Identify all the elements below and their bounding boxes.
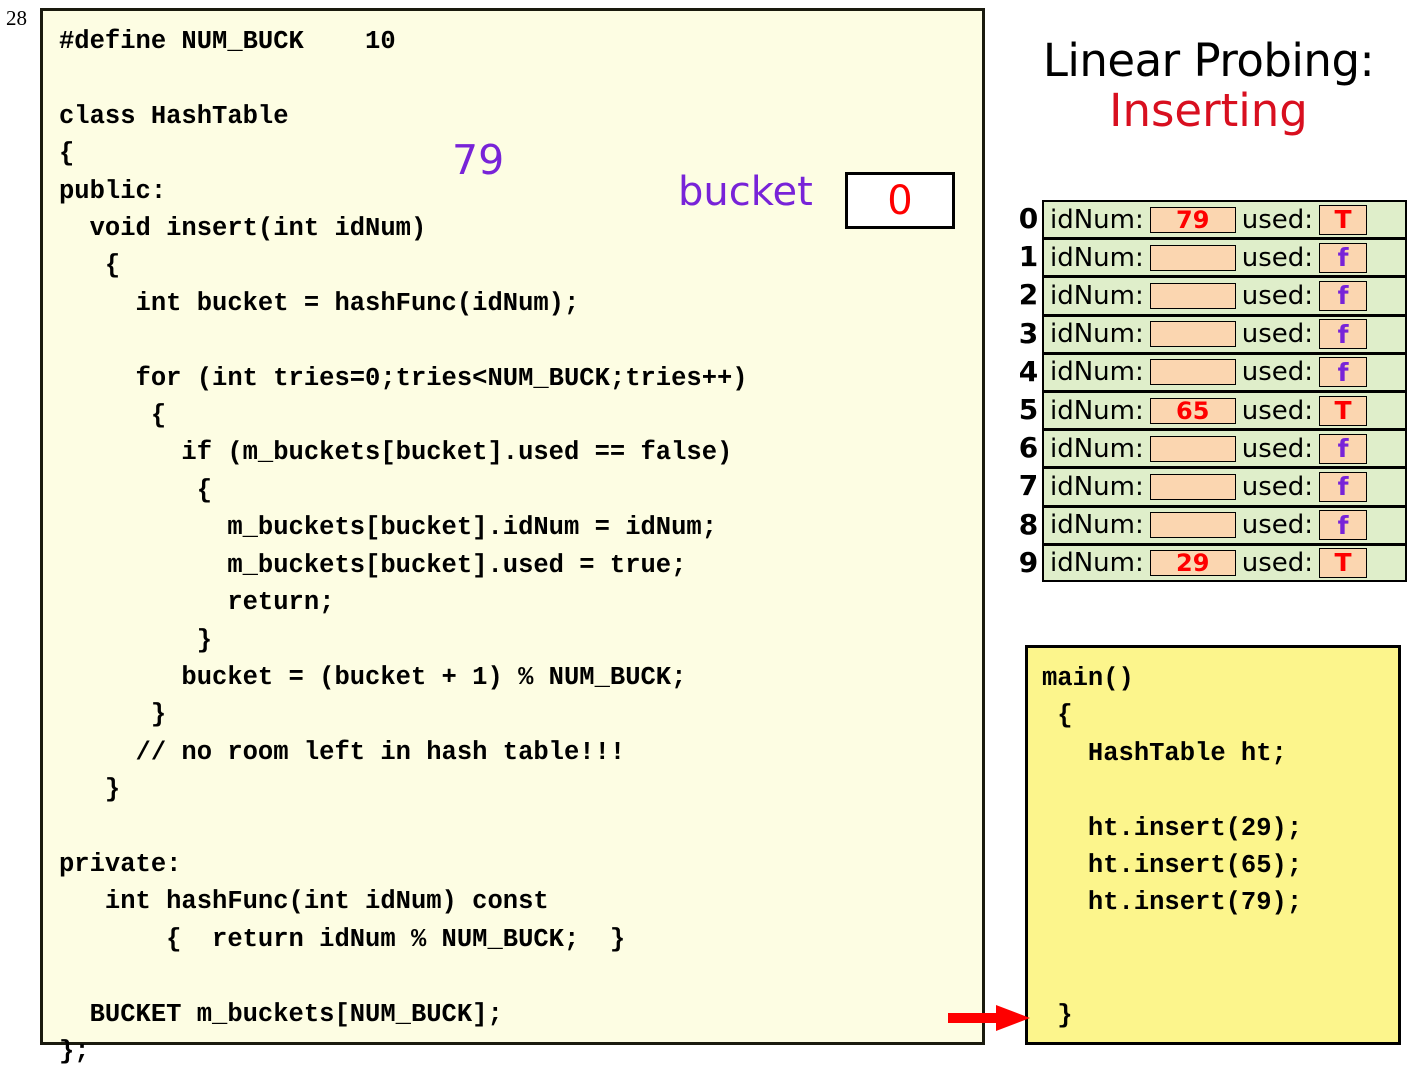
bucket-row: 3 idNum: used: f bbox=[1015, 314, 1407, 353]
bucket-cell: idNum: used: f bbox=[1042, 314, 1407, 353]
used-field-label: used: bbox=[1241, 280, 1314, 311]
bucket-row: 2 idNum: used: f bbox=[1015, 276, 1407, 315]
used-value: T bbox=[1334, 205, 1352, 235]
page-title-secondary: Inserting bbox=[1109, 84, 1308, 138]
bucket-cell: idNum: used: f bbox=[1042, 352, 1407, 391]
used-value: f bbox=[1337, 434, 1349, 464]
used-value-box: T bbox=[1319, 395, 1368, 426]
idnum-value-box bbox=[1149, 435, 1236, 462]
used-value-box: f bbox=[1319, 319, 1368, 350]
bucket-cell: idNum: used: f bbox=[1042, 276, 1407, 315]
idnum-field-label: idNum: bbox=[1050, 510, 1144, 541]
bucket-cell: idNum: used: f bbox=[1042, 429, 1407, 468]
used-value: T bbox=[1334, 396, 1352, 426]
idnum-field-label: idNum: bbox=[1050, 242, 1144, 273]
idnum-value-box: 65 bbox=[1149, 396, 1236, 425]
main-function-listing: main() { HashTable ht; ht.insert(29); ht… bbox=[1042, 664, 1303, 1030]
idnum-value-box bbox=[1149, 473, 1236, 500]
used-field-label: used: bbox=[1241, 433, 1314, 464]
used-field-label: used: bbox=[1241, 204, 1314, 235]
bucket-cell: idNum: 29 used: T bbox=[1042, 543, 1407, 582]
used-value: f bbox=[1337, 472, 1349, 502]
bucket-cell: idNum: used: f bbox=[1042, 467, 1407, 506]
used-value: f bbox=[1337, 243, 1349, 273]
idnum-field-label: idNum: bbox=[1050, 433, 1144, 464]
used-field-label: used: bbox=[1241, 242, 1314, 273]
slide-number: 28 bbox=[6, 6, 27, 30]
page-title-primary: Linear Probing: bbox=[1042, 34, 1375, 87]
idnum-field-label: idNum: bbox=[1050, 357, 1144, 388]
idnum-field-label: idNum: bbox=[1050, 547, 1144, 578]
used-value: f bbox=[1337, 281, 1349, 311]
hashtable-code-panel: #define NUM_BUCK 10 class HashTable { pu… bbox=[40, 8, 985, 1066]
used-field-label: used: bbox=[1241, 319, 1314, 350]
used-field-label: used: bbox=[1241, 395, 1314, 426]
bucket-index-label: 4 bbox=[1018, 354, 1039, 388]
idnum-field-label: idNum: bbox=[1050, 395, 1144, 426]
bucket-index-label: 9 bbox=[1018, 545, 1039, 579]
idnum-value-box bbox=[1149, 359, 1236, 386]
bucket-index-label: 1 bbox=[1018, 240, 1039, 274]
idnum-value-box: 29 bbox=[1149, 548, 1236, 577]
used-value-box: f bbox=[1319, 280, 1368, 311]
idnum-field-label: idNum: bbox=[1050, 471, 1144, 502]
bucket-row: 6 idNum: used: f bbox=[1015, 429, 1407, 468]
bucket-cell: idNum: 79 used: T bbox=[1042, 200, 1407, 239]
idnum-value-box bbox=[1149, 244, 1236, 271]
used-value-box: f bbox=[1319, 357, 1368, 388]
used-value-box: f bbox=[1319, 433, 1368, 464]
bucket-cell: idNum: used: f bbox=[1042, 238, 1407, 277]
bucket-row: 9 idNum: 29 used: T bbox=[1015, 543, 1407, 582]
idnum-value-box bbox=[1149, 282, 1236, 309]
idnum-field-label: idNum: bbox=[1050, 319, 1144, 350]
bucket-row: 7 idNum: used: f bbox=[1015, 467, 1407, 506]
bucket-index-label: 2 bbox=[1018, 278, 1039, 312]
used-value-box: f bbox=[1319, 242, 1368, 273]
bucket-cell: idNum: 65 used: T bbox=[1042, 390, 1407, 430]
used-value: T bbox=[1334, 548, 1352, 578]
idnum-field-label: idNum: bbox=[1050, 204, 1144, 235]
used-field-label: used: bbox=[1241, 510, 1314, 541]
used-field-label: used: bbox=[1241, 357, 1314, 388]
bucket-index-label: 5 bbox=[1018, 393, 1039, 427]
used-value-box: T bbox=[1319, 204, 1368, 235]
hashtable-code-listing: #define NUM_BUCK 10 class HashTable { pu… bbox=[59, 27, 748, 1066]
bucket-index-label: 0 bbox=[1018, 202, 1039, 236]
bucket-index-label: 6 bbox=[1018, 431, 1039, 465]
bucket-cell: idNum: used: f bbox=[1042, 505, 1407, 544]
used-field-label: used: bbox=[1241, 547, 1314, 578]
used-value-box: f bbox=[1319, 510, 1368, 541]
bucket-row: 0 idNum: 79 used: T bbox=[1015, 200, 1407, 239]
bucket-variable-label: bucket bbox=[678, 169, 813, 215]
idnum-argument-annotation: 79 bbox=[452, 136, 505, 184]
bucket-row: 4 idNum: used: f bbox=[1015, 352, 1407, 391]
bucket-row: 8 idNum: used: f bbox=[1015, 505, 1407, 544]
page-title: Linear Probing: Inserting bbox=[1000, 34, 1417, 138]
bucket-index-label: 7 bbox=[1018, 469, 1039, 503]
idnum-value: 65 bbox=[1176, 396, 1210, 425]
execution-pointer-arrow bbox=[948, 1005, 1030, 1031]
bucket-variable-value: 0 bbox=[887, 178, 913, 224]
used-value-box: f bbox=[1319, 471, 1368, 502]
used-field-label: used: bbox=[1241, 471, 1314, 502]
bucket-row: 1 idNum: used: f bbox=[1015, 238, 1407, 277]
idnum-value-box bbox=[1149, 512, 1236, 539]
used-value-box: T bbox=[1319, 547, 1368, 578]
bucket-variable-box: 0 bbox=[845, 172, 955, 229]
used-value: f bbox=[1337, 319, 1349, 349]
idnum-field-label: idNum: bbox=[1050, 280, 1144, 311]
bucket-index-label: 3 bbox=[1018, 316, 1039, 350]
idnum-value-box: 79 bbox=[1149, 205, 1236, 234]
bucket-index-label: 8 bbox=[1018, 507, 1039, 541]
idnum-value: 79 bbox=[1176, 205, 1210, 234]
idnum-value: 29 bbox=[1176, 548, 1210, 577]
used-value: f bbox=[1337, 510, 1349, 540]
idnum-value-box bbox=[1149, 321, 1236, 348]
used-value: f bbox=[1337, 357, 1349, 387]
bucket-row: 5 idNum: 65 used: T bbox=[1015, 390, 1407, 430]
main-function-panel: main() { HashTable ht; ht.insert(29); ht… bbox=[1025, 645, 1401, 1045]
